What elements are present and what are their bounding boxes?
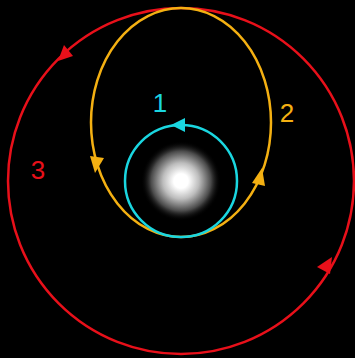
orbit-number: 1 <box>153 90 167 116</box>
outer-arrow <box>317 257 332 274</box>
inner-arrow <box>171 118 185 132</box>
orbit-number: 3 <box>31 157 45 183</box>
outer-arrow <box>58 45 73 61</box>
transfer-arrow <box>252 168 265 186</box>
transfer-arrow <box>90 156 104 173</box>
planet <box>141 141 221 221</box>
inner-orbit <box>125 125 237 237</box>
transfer-orbit <box>91 8 271 237</box>
orbit-number: 2 <box>280 100 294 126</box>
outer-orbit <box>8 8 354 354</box>
